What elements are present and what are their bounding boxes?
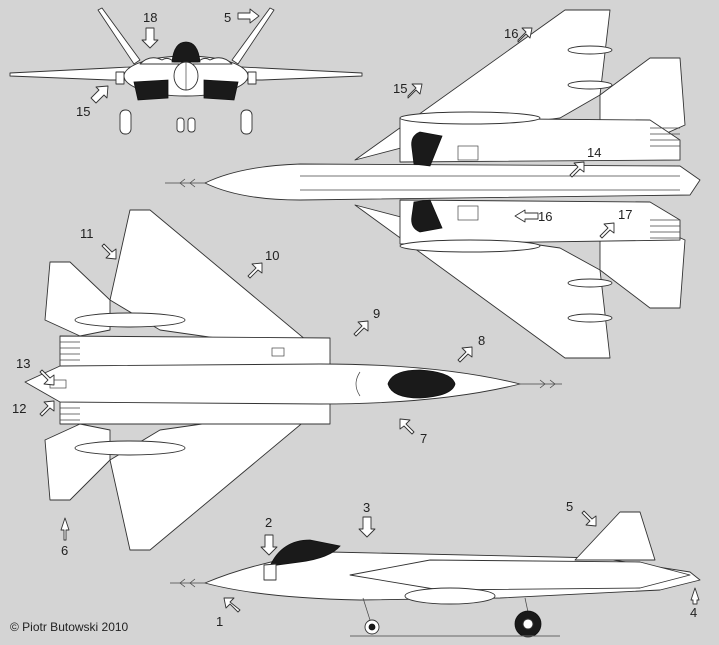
arrow-7 [399, 418, 415, 435]
arrow-1 [223, 597, 241, 613]
bottom-view [24, 209, 562, 551]
arrow-12 [39, 400, 55, 417]
arrow-3 [358, 516, 376, 538]
label-16-top: 16 [504, 26, 518, 41]
label-3: 3 [363, 500, 370, 515]
arrow-16-top [517, 27, 533, 43]
callout-labels: 18 5 15 16 15 14 16 17 11 10 9 8 13 12 7… [12, 10, 697, 629]
label-15-top: 15 [393, 81, 407, 96]
arrow-11 [101, 243, 117, 260]
label-7: 7 [420, 431, 427, 446]
label-14: 14 [587, 145, 601, 160]
label-2: 2 [265, 515, 272, 530]
arrow-2 [260, 534, 278, 556]
arrow-17 [599, 222, 615, 239]
label-11: 11 [80, 226, 94, 241]
label-12: 12 [12, 401, 26, 416]
label-13: 13 [16, 356, 30, 371]
label-18: 18 [143, 10, 157, 25]
arrow-18 [141, 27, 159, 49]
label-9: 9 [373, 306, 380, 321]
arrow-4 [690, 587, 700, 605]
label-8: 8 [478, 333, 485, 348]
label-15-front: 15 [76, 104, 90, 119]
arrow-13 [39, 369, 55, 386]
arrow-16-top-mid [514, 209, 539, 223]
arrow-15-top [407, 83, 423, 99]
label-4: 4 [690, 605, 697, 620]
arrow-8 [457, 346, 473, 363]
arrow-15-front [90, 85, 109, 104]
top-view [165, 9, 701, 359]
label-16-mid: 16 [538, 209, 552, 224]
side-view [170, 511, 701, 638]
label-5-side: 5 [566, 499, 573, 514]
arrow-9 [353, 320, 369, 337]
label-10: 10 [265, 248, 279, 263]
label-6: 6 [61, 543, 68, 558]
label-17: 17 [618, 207, 632, 222]
copyright-text: © Piotr Butowski 2010 [10, 620, 129, 634]
arrow-5-side [581, 510, 597, 527]
arrow-14 [569, 161, 585, 178]
arrow-10 [247, 262, 263, 279]
label-5-top: 5 [224, 10, 231, 25]
front-view [9, 7, 363, 135]
callout-arrows [39, 8, 700, 613]
arrow-5-top [237, 8, 260, 24]
arrow-6 [60, 517, 70, 541]
label-1: 1 [216, 614, 223, 629]
